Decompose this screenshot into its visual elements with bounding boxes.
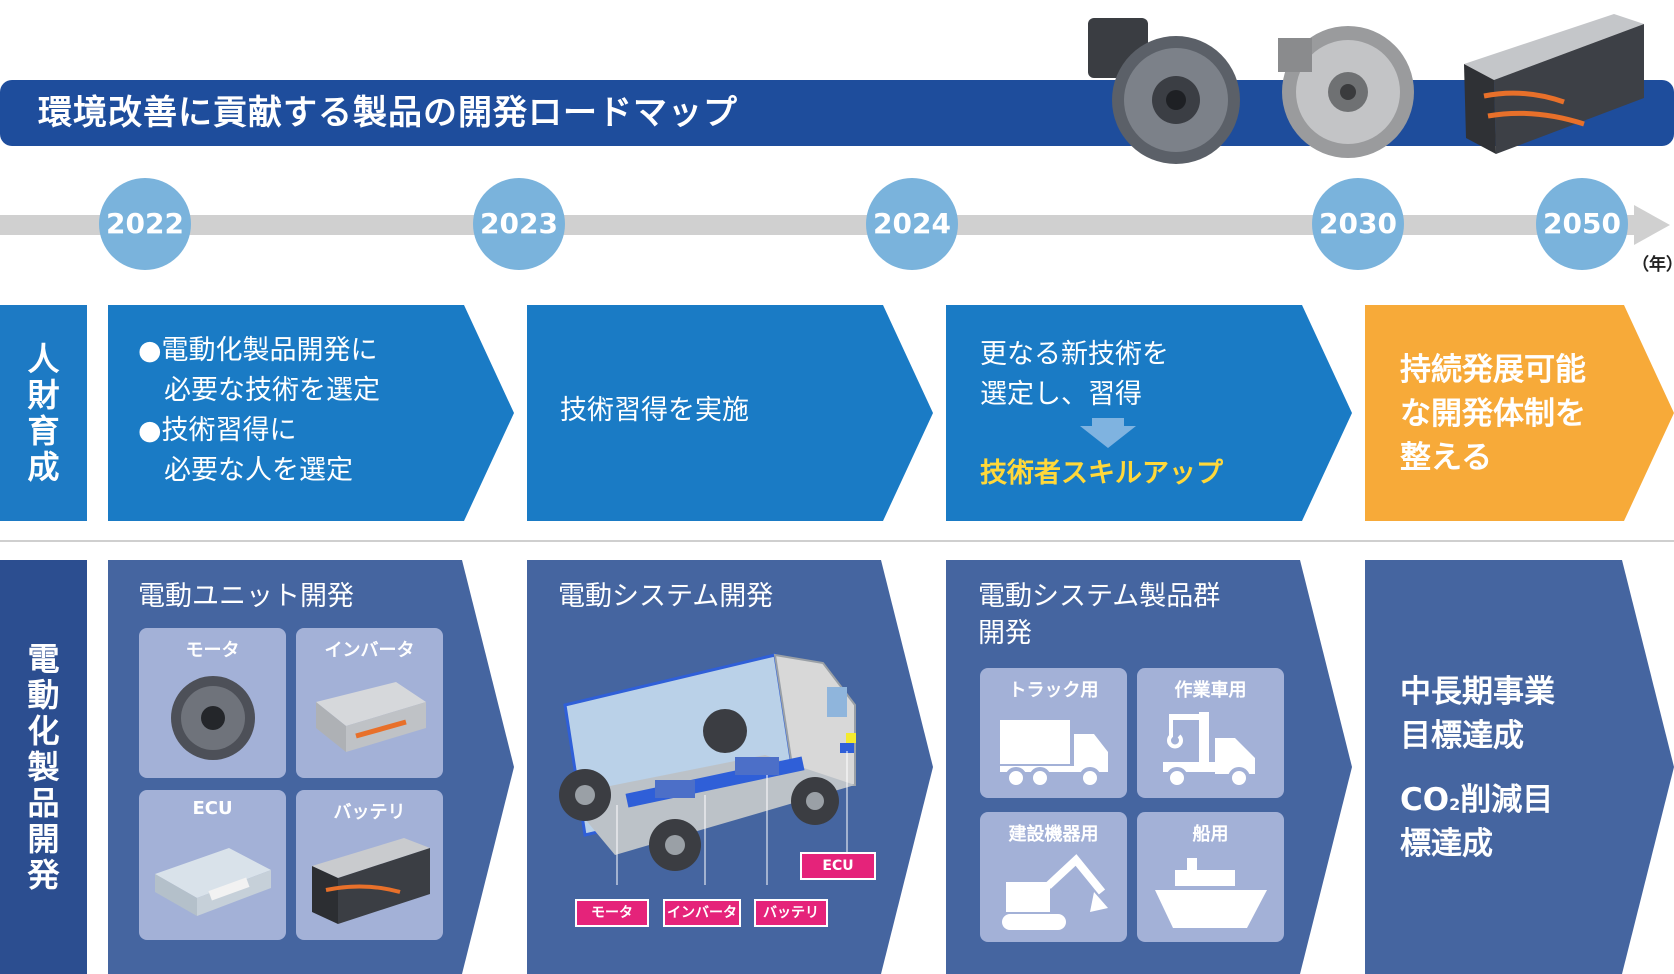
motor-photo-2 [1278, 26, 1414, 158]
dev-2023-heading: 電動システム開発 [558, 581, 774, 612]
tag-inverter: インバータ [663, 899, 741, 927]
talent-2024-line1: 更なる新技術を [980, 339, 1169, 370]
co2-text: CO [1400, 782, 1450, 818]
co2-reduction-text: 削減目 [1460, 782, 1554, 818]
product-card-ship-label: 船用 [1192, 824, 1229, 845]
unit-card-motor-label: モータ [185, 640, 240, 661]
tag-motor: モータ [575, 899, 649, 927]
product-card-truck-label: トラック用 [1008, 680, 1099, 701]
product-card-truck: トラック用 [980, 668, 1127, 798]
product-card-construction: 建設機器用 [980, 812, 1127, 942]
dev-2030-line4: 標達成 [1400, 826, 1493, 862]
talent-2022-line1: ●電動化製品開発に [138, 335, 378, 366]
tag-battery: バッテリ [754, 899, 828, 927]
timeline-bar [0, 215, 1640, 235]
talent-2022-line3: ●技術習得に [138, 415, 297, 446]
unit-card-inverter-label: インバータ [324, 640, 415, 661]
talent-2024-line2: 選定し、習得 [980, 379, 1142, 410]
talent-2023-line1: 技術習得を実施 [560, 395, 749, 426]
unit-card-motor: モータ [139, 628, 286, 778]
motor-icon [171, 676, 255, 760]
year-unit-label: （年） [1632, 255, 1674, 275]
year-2023: 2023 [473, 178, 565, 270]
product-card-work-vehicle: 作業車用 [1137, 668, 1284, 798]
battery-icon [312, 838, 430, 924]
unit-card-ecu-label: ECU [192, 798, 233, 819]
co2-subscript: 2 [1449, 795, 1461, 814]
inverter-icon [316, 682, 426, 752]
excavator-icon [1002, 854, 1108, 930]
timeline-arrow-head [1634, 205, 1670, 245]
ship-icon [1155, 858, 1267, 928]
year-2030: 2030 [1312, 178, 1404, 270]
down-arrow-icon [1080, 418, 1136, 448]
talent-2022-line4: 必要な人を選定 [164, 455, 353, 486]
talent-panel-2023 [527, 305, 933, 521]
dev-2030-co2-line: CO2削減目 [1400, 778, 1553, 827]
unit-card-battery: バッテリ [296, 790, 443, 940]
tag-ecu: ECU [800, 852, 876, 880]
dev-2022-heading: 電動ユニット開発 [138, 581, 354, 612]
product-card-work-vehicle-label: 作業車用 [1174, 680, 1247, 701]
ecu-icon [155, 848, 271, 916]
truck-system-diagram [559, 653, 856, 885]
product-card-ship: 船用 [1137, 812, 1284, 942]
row-divider [0, 540, 1674, 542]
row-label-development: 電動化製品開発 [0, 560, 87, 974]
motor-photo-1 [1088, 18, 1240, 164]
talent-2022-line2: 必要な技術を選定 [164, 375, 380, 406]
talent-2030-line1: 持続発展可能 [1400, 352, 1586, 388]
page-title: 環境改善に貢献する製品の開発ロードマップ [38, 93, 738, 133]
dev-2024-heading-2: 開発 [978, 618, 1032, 649]
dev-2030-line1: 中長期事業 [1400, 674, 1555, 710]
unit-card-battery-label: バッテリ [333, 802, 406, 823]
truck-icon [1000, 720, 1108, 788]
dev-2024-heading-1: 電動システム製品群 [978, 581, 1221, 612]
year-2050: 2050 [1536, 178, 1628, 270]
dev-panel-2030 [1365, 560, 1674, 974]
talent-panel-2030 [1365, 305, 1674, 521]
row-label-development-text: 電動化製品開発 [27, 640, 60, 894]
row-label-talent: 人財育成 [0, 305, 87, 521]
dev-2030-line2: 目標達成 [1400, 718, 1524, 754]
talent-panel-2024 [946, 305, 1352, 521]
unit-card-inverter: インバータ [296, 628, 443, 778]
year-2022: 2022 [99, 178, 191, 270]
crane-truck-icon [1163, 712, 1255, 789]
talent-panel-2022 [108, 305, 514, 521]
talent-2024-result: 技術者スキルアップ [980, 458, 1223, 489]
battery-photo [1464, 14, 1644, 154]
talent-2030-line3: 整える [1400, 440, 1493, 476]
row-label-talent-text: 人財育成 [27, 340, 60, 486]
year-2024: 2024 [866, 178, 958, 270]
product-card-construction-label: 建設機器用 [1008, 824, 1099, 845]
unit-card-ecu: ECU [139, 790, 286, 940]
talent-2030-line2: な開発体制を [1400, 396, 1586, 432]
